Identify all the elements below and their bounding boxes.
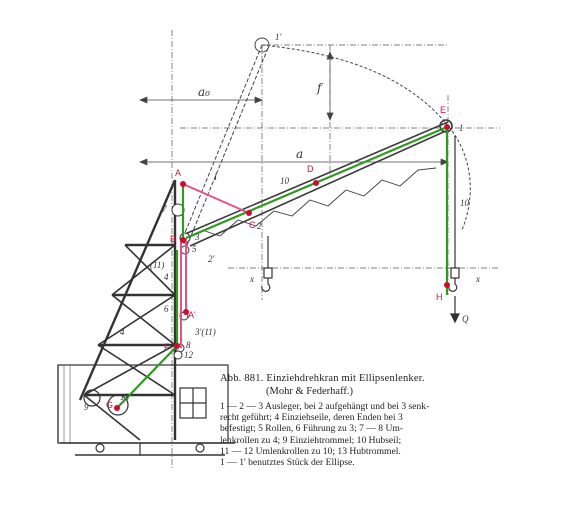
- point-G-dot: [114, 405, 120, 411]
- caption-title: Abb. 881. Einziehdrehkran mit Ellipsenle…: [220, 373, 425, 384]
- point-C-dot: [246, 210, 252, 216]
- caption-subtitle: (Mohr & Federhaff.): [266, 386, 353, 397]
- num-12: 12: [184, 350, 194, 360]
- num-4b: 4: [164, 272, 169, 282]
- num-5: 5: [192, 244, 197, 254]
- cab: [57, 364, 235, 456]
- boom: [184, 119, 453, 247]
- highlight-dots: [114, 124, 450, 411]
- num-9: 9: [84, 402, 89, 412]
- point-E-dot: [444, 124, 450, 130]
- caption-line: recht geführt; 4 Einziehseile, deren End…: [220, 412, 403, 424]
- num-2p: 2': [208, 254, 216, 264]
- point-labels: A B C D E A' F G H: [106, 105, 446, 410]
- caption-line: lenkrollen zu 4; 9 Einziehtrommel; 10 Hu…: [220, 434, 402, 446]
- dimension-labels: a₀ a f: [198, 81, 324, 161]
- label-a0: a₀: [198, 85, 210, 99]
- part-numbers: 1 1' 2 2' 3'(11) 3 4 4 5 6 7 8 9 10 10 (…: [84, 32, 480, 412]
- point-F-dot: [174, 343, 180, 349]
- num-7: 7: [162, 204, 167, 214]
- num-3: 3'(11): [194, 327, 216, 337]
- label-F: F: [164, 342, 170, 352]
- figure-caption: Abb. 881. Einziehdrehkran mit Ellipsenle…: [220, 372, 520, 468]
- caption-line: 1 — 2 — 3 Ausleger, bei 2 aufgehängt und…: [220, 401, 430, 412]
- num-13: 13: [120, 392, 130, 402]
- num-x1: x: [249, 274, 254, 284]
- hooks: [261, 136, 460, 324]
- caption-body: 1 — 2 — 3 Ausleger, bei 2 aufgehängt und…: [220, 401, 520, 468]
- label-G: G: [106, 400, 113, 410]
- label-A-prime: A': [188, 310, 196, 320]
- label-a: a: [296, 147, 303, 161]
- label-E: E: [440, 105, 446, 115]
- num-4: 4: [120, 327, 125, 337]
- highlight-pink: [180, 183, 250, 348]
- num-2: 2: [257, 221, 262, 231]
- highlight-green: [116, 125, 449, 409]
- num-1: 1: [459, 123, 464, 133]
- num-8: 8: [186, 340, 191, 350]
- num-11: (11): [150, 260, 164, 270]
- num-Q: Q: [462, 314, 469, 324]
- label-H: H: [436, 292, 443, 302]
- num-10a: 10: [280, 176, 290, 186]
- label-C: C: [249, 220, 256, 230]
- num-1p: 1': [275, 32, 283, 42]
- num-x2: x: [475, 274, 480, 284]
- point-H-dot: [444, 282, 450, 288]
- num-3b: 3: [194, 232, 200, 242]
- ellipse-arc: [261, 44, 471, 231]
- num-10b: 10: [460, 198, 470, 208]
- label-f: f: [316, 81, 324, 95]
- caption-line: 11 — 12 Umlenkrollen zu 10; 13 Hubtromme…: [220, 445, 401, 457]
- point-A-prime-dot: [183, 309, 189, 315]
- label-D: D: [307, 164, 314, 174]
- point-B-dot: [180, 237, 186, 243]
- raised-boom: [179, 37, 270, 249]
- caption-line: 1 — 1' benutztes Stück der Ellipse.: [220, 457, 355, 469]
- caption-line: befestigt; 5 Rollen, 6 Führung zu 3; 7 —…: [220, 423, 404, 435]
- label-A: A: [175, 168, 181, 178]
- point-A-dot: [180, 181, 186, 187]
- num-6: 6: [164, 304, 169, 314]
- point-D-dot: [313, 180, 319, 186]
- num-I: I: [213, 172, 218, 182]
- label-B: B: [170, 234, 176, 244]
- dimension-lines: [139, 51, 449, 166]
